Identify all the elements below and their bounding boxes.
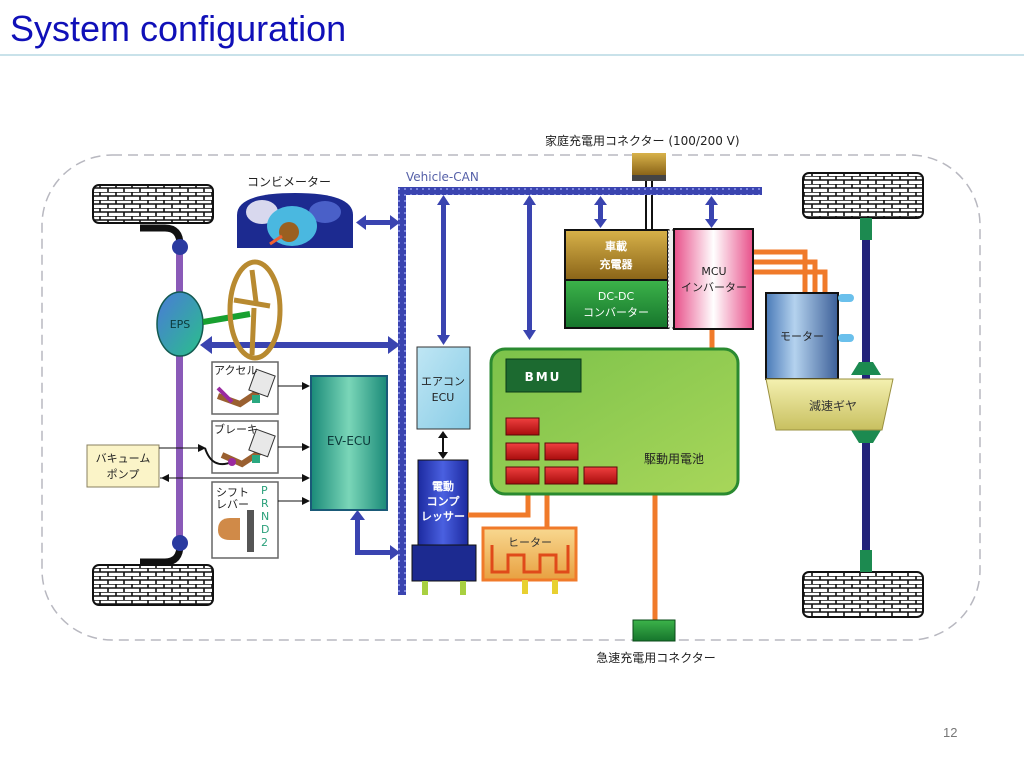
e-compressor-label-line3: レッサー — [421, 510, 465, 523]
brake-label: ブレーキ — [214, 422, 258, 436]
battery-cell — [505, 466, 540, 485]
quick-charge-connector-label: 急速充電用コネクター — [596, 650, 716, 665]
drive-battery-label: 駆動用電池 — [644, 452, 704, 466]
shift-positions: P R N D 2 — [261, 484, 269, 549]
can-connection-arrows — [200, 195, 718, 560]
vacuum-pump-label-line2: ポンプ — [107, 468, 140, 481]
aircon-ecu — [416, 346, 471, 430]
e-compressor-label-line2: コンプ — [427, 494, 461, 508]
steering-linkage — [140, 224, 188, 566]
shift-position-r: R — [261, 497, 269, 510]
heater-label: ヒーター — [508, 536, 552, 549]
motor-label: モーター — [780, 330, 824, 343]
aircon-ecu-label-line1: エアコン — [421, 375, 465, 388]
page-number: 12 — [943, 725, 958, 740]
aircon-compressor-link — [438, 431, 448, 459]
aircon-ecu-label-line2: ECU — [432, 391, 455, 404]
vacuum-pump — [86, 444, 160, 488]
reduction-gear — [765, 378, 894, 431]
eps-unit — [156, 291, 251, 357]
front-left-wheel — [92, 184, 214, 224]
signal-arrows — [159, 382, 310, 505]
bmu-label: BMU — [525, 370, 562, 384]
shift-position-d: D — [261, 523, 269, 536]
vacuum-pump-label-line1: バキューム — [96, 452, 151, 465]
battery-cells — [505, 417, 618, 485]
battery-cell — [544, 466, 579, 485]
quick-charge-connector — [632, 619, 676, 642]
battery-cell — [505, 417, 540, 436]
ev-ecu — [310, 375, 388, 511]
vehicle-can-bus — [398, 187, 762, 595]
battery-cell — [544, 442, 579, 461]
home-charge-connector-label: 家庭充電用コネクター (100/200 V) — [545, 133, 740, 148]
mcu-label-line1: MCU — [701, 265, 726, 278]
shift-position-2: 2 — [261, 536, 268, 549]
brake-pedal — [204, 420, 279, 474]
electric-compressor — [411, 459, 477, 595]
onboard-charger — [564, 229, 669, 281]
mcu-inverter — [673, 228, 754, 330]
power-lines — [468, 249, 828, 622]
shift-label-line2: レバー — [216, 498, 249, 511]
front-right-wheel — [802, 172, 924, 219]
battery-cell — [583, 466, 618, 485]
vehicle-can-label: Vehicle-CAN — [406, 170, 479, 184]
rear-left-wheel — [92, 564, 214, 606]
accelerator-label: アクセル — [214, 364, 257, 377]
e-compressor-label-line1: 電動 — [432, 479, 454, 493]
vehicle-outline — [41, 154, 981, 641]
title-divider — [0, 54, 1024, 56]
ev-ecu-label: EV-ECU — [327, 434, 371, 448]
battery-cell — [505, 442, 540, 461]
steering-wheel-icon — [227, 259, 283, 361]
reduction-gear-label: 減速ギヤ — [809, 398, 857, 413]
dcdc-label-line2: コンバーター — [583, 306, 649, 319]
bmu — [505, 358, 582, 393]
mcu-label-line2: インバーター — [681, 281, 747, 294]
slide-title: System configuration — [10, 8, 347, 49]
shift-label-line1: シフト — [216, 486, 249, 499]
shift-position-n: N — [261, 510, 269, 523]
internal-bus — [667, 229, 675, 329]
heater — [481, 526, 578, 594]
combi-meter — [237, 193, 353, 248]
shift-position-p: P — [261, 484, 268, 497]
accelerator-pedal — [211, 361, 279, 415]
motor — [765, 292, 854, 380]
onboard-charger-label-line1: 車載 — [605, 239, 627, 253]
onboard-charger-label-line2: 充電器 — [600, 257, 634, 271]
dcdc-label-line1: DC-DC — [598, 290, 635, 303]
shift-lever — [211, 481, 279, 559]
rear-right-wheel — [802, 571, 924, 618]
combi-meter-label: コンビメーター — [247, 175, 331, 189]
eps-label: EPS — [170, 318, 191, 331]
dcdc-converter — [564, 279, 669, 329]
